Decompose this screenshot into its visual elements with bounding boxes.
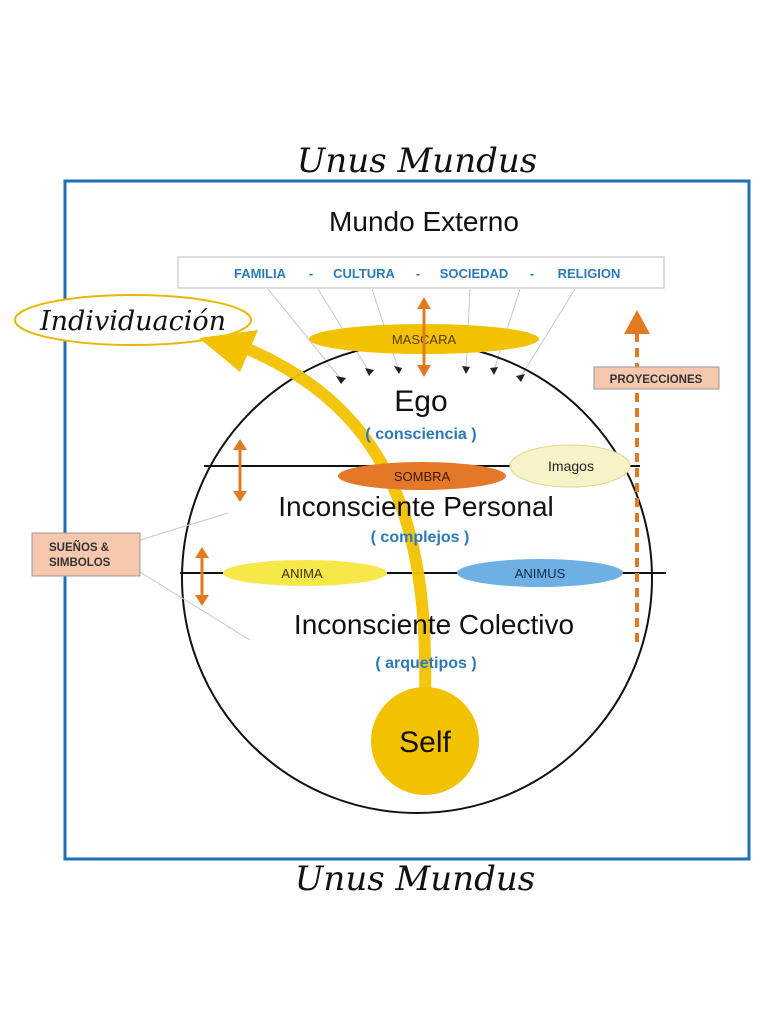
individuacion-oval [14, 294, 252, 346]
personal-double-arrow [195, 547, 209, 606]
animus-ellipse [457, 559, 623, 587]
inconsciente-personal-label: Inconsciente Personal [278, 491, 554, 522]
suenos-label-line1: SUEÑOS & [49, 541, 109, 554]
mascara-double-arrow [417, 297, 431, 377]
imagos-label: Imagos [548, 458, 594, 474]
consciousness-double-arrow [233, 439, 247, 502]
society-dash-3: - [530, 266, 534, 281]
society-sociedad: SOCIEDAD [440, 266, 509, 281]
society-familia: FAMILIA [234, 266, 287, 281]
sombra-label: SOMBRA [394, 469, 451, 484]
society-religion: RELIGION [558, 266, 621, 281]
proyecciones-box [593, 366, 720, 390]
sombra-ellipse [338, 462, 506, 490]
society-box [177, 256, 665, 289]
ego-label: Ego [394, 385, 447, 418]
title-top: Unus Mundus [297, 141, 537, 181]
title-bottom: Unus Mundus [295, 859, 535, 899]
individuation-arrow-path [244, 344, 432, 711]
arquetipos-label: ( arquetipos ) [375, 655, 476, 672]
complejos-label: ( complejos ) [371, 529, 470, 546]
self-label: Self [399, 726, 451, 759]
anima-label: ANIMA [281, 566, 323, 581]
society-dash-1: - [309, 266, 313, 281]
society-cultura: CULTURA [333, 266, 395, 281]
mundo-externo-label: Mundo Externo [329, 206, 519, 237]
suenos-connector-lines [139, 512, 251, 641]
inconsciente-colectivo-label: Inconsciente Colectivo [294, 609, 574, 640]
outer-frame [63, 179, 751, 861]
individuation-arrow-head [199, 330, 258, 372]
imagos-ellipse [509, 444, 631, 488]
individuacion-label: Individuación [39, 306, 226, 337]
proyecciones-label: PROYECCIONES [610, 374, 703, 386]
animus-label: ANIMUS [515, 566, 566, 581]
society-dash-2: - [416, 266, 420, 281]
anima-ellipse [223, 560, 387, 586]
influence-arrowheads [336, 366, 525, 384]
suenos-label-line2: SIMBOLOS [49, 557, 111, 569]
self-circle [371, 687, 479, 795]
consciencia-label: ( consciencia ) [365, 426, 476, 443]
suenos-box [31, 532, 141, 577]
